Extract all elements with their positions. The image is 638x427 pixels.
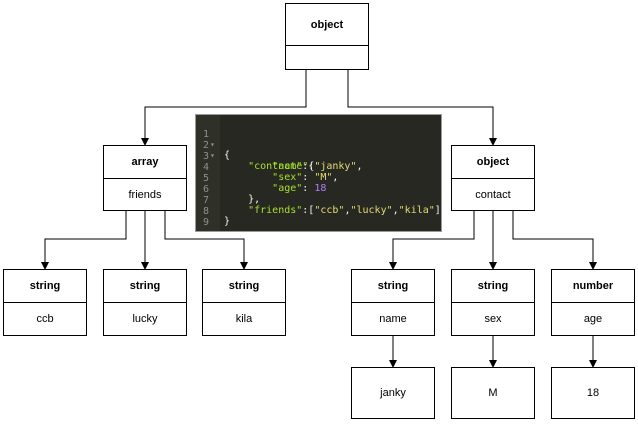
line-number: 1: [202, 128, 209, 140]
node-type: string: [352, 270, 434, 303]
code-token: },: [248, 194, 261, 205]
edge-contact-age: [512, 211, 597, 270]
line-number: 2: [202, 139, 209, 151]
friend-lucky-node: string lucky: [103, 269, 187, 336]
code-key: "age": [272, 183, 303, 194]
fold-arrow-icon[interactable]: ▾: [210, 151, 215, 160]
node-label: contact: [475, 188, 511, 201]
code-number: 18: [314, 183, 327, 194]
code-line: 1 ▾ {: [196, 119, 441, 160]
friend-ccb-node: string ccb: [3, 269, 87, 336]
code-key: "sex": [272, 172, 303, 183]
node-type: string: [452, 270, 534, 303]
line-number: 8: [202, 205, 209, 217]
node-label: [286, 46, 368, 70]
line-number: 6: [202, 183, 209, 195]
code-key: "friends": [248, 205, 303, 216]
node-type: object: [286, 4, 368, 46]
code-line: 3 "name":"janky",: [196, 141, 441, 172]
node-type: number: [552, 270, 634, 303]
code-line: 8 }: [196, 196, 441, 227]
fold-arrow-icon[interactable]: ▾: [210, 140, 215, 149]
line-number: 7: [202, 194, 209, 206]
code-string: "ccb": [314, 205, 345, 216]
code-string: "M": [314, 172, 333, 183]
line-number: 9: [202, 216, 209, 228]
line-number-gutter: [196, 115, 220, 231]
edge-root-contact: [347, 70, 497, 146]
edge-friends-ccb: [41, 211, 127, 270]
code-string: "lucky": [350, 205, 393, 216]
sex-node: string sex: [451, 269, 535, 336]
node-type: array: [104, 146, 186, 179]
friends-array-node: array friends: [103, 145, 187, 211]
line-number: 4: [202, 161, 209, 173]
code-line: 5 "age": 18: [196, 163, 441, 194]
code-line: 2 ▾ "contact":{: [196, 130, 441, 171]
node-label: age: [583, 313, 603, 325]
edge-friends-kila: [164, 211, 248, 270]
code-token: }: [224, 216, 231, 227]
line-number: 3: [202, 150, 209, 162]
friend-kila-node: string kila: [202, 269, 286, 336]
root-object-node: object: [285, 3, 369, 70]
json-code-editor: 1 ▾ { 2 ▾ "contact":{ 3 "name":"janky", …: [195, 114, 442, 232]
edge-contact-name: [389, 211, 475, 270]
node-label: sex: [484, 313, 502, 325]
code-line: 6 },: [196, 174, 441, 205]
node-label: kila: [235, 313, 253, 325]
code-key: "contact": [248, 160, 303, 172]
node-type: string: [104, 270, 186, 303]
sex-value-node: M: [451, 367, 535, 419]
node-type: string: [4, 270, 86, 303]
node-type: object: [452, 146, 534, 179]
contact-object-node: object contact: [451, 145, 535, 211]
code-line: 7 "friends":["ccb","lucky","kila"]: [196, 185, 441, 216]
node-label: lucky: [132, 313, 158, 325]
code-string: "kila": [398, 205, 435, 216]
age-node: number age: [551, 269, 635, 336]
code-token: {: [224, 149, 231, 161]
name-node: string name: [351, 269, 435, 336]
node-label: ccb: [36, 313, 54, 325]
code-line: 4 "sex": "M",: [196, 152, 441, 183]
code-line: 9: [196, 207, 441, 227]
line-number: 5: [202, 172, 209, 184]
node-type: string: [203, 270, 285, 303]
node-label: name: [379, 313, 407, 325]
code-key: "name": [272, 161, 309, 172]
code-string: "janky": [314, 161, 357, 172]
edge-root-friends: [141, 70, 307, 146]
age-value-node: 18: [551, 367, 635, 419]
node-label: friends: [128, 188, 162, 201]
name-value-node: janky: [351, 367, 435, 419]
